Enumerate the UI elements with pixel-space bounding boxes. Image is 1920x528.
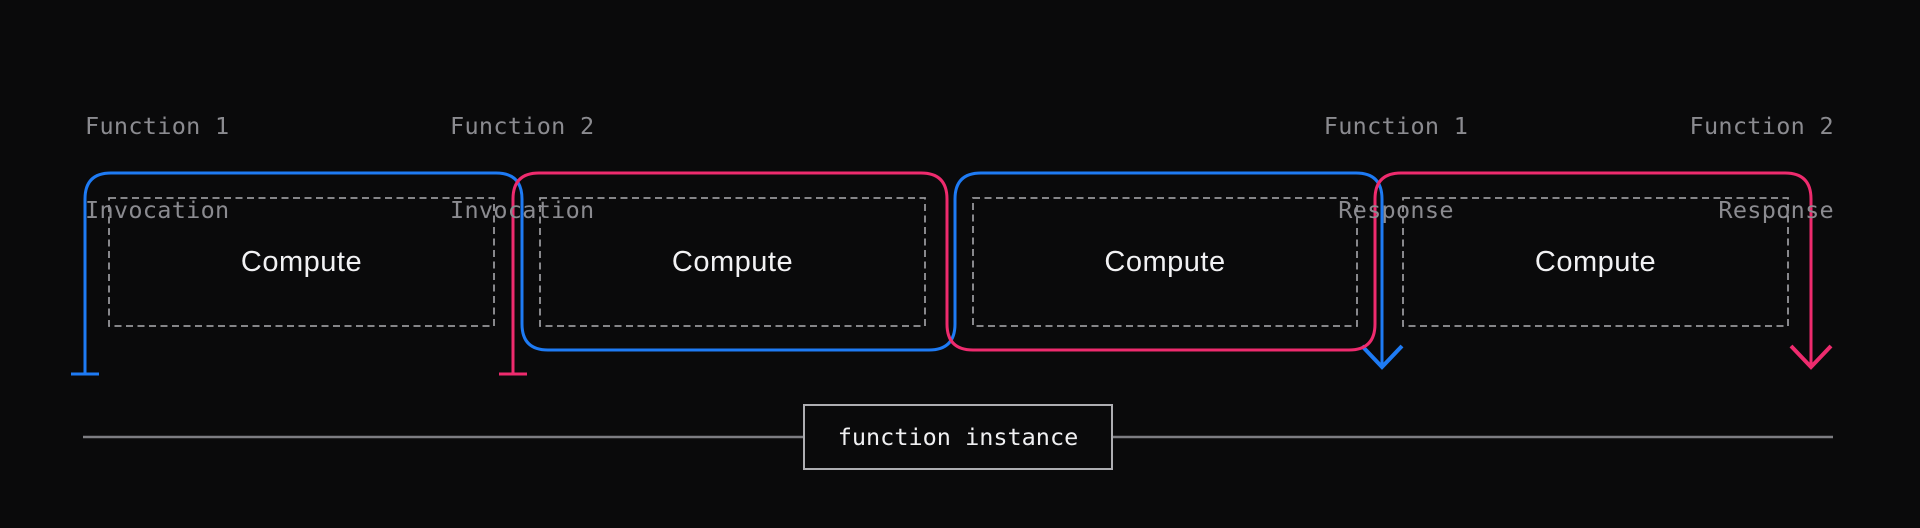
function2-response-arrowhead xyxy=(1789,344,1833,370)
compute-box-2-label: Compute xyxy=(671,245,794,278)
label-function1-invocation: Function 1 Invocation xyxy=(85,56,229,280)
compute-box-3-outline xyxy=(972,197,1358,327)
label-line: Function 2 xyxy=(1689,112,1834,140)
function2-path xyxy=(511,171,1813,374)
compute-box-3-label: Compute xyxy=(1104,245,1226,278)
function-instance-label: function instance xyxy=(837,423,1079,451)
label-line: Function 1 xyxy=(85,112,230,140)
compute-box-4-outline xyxy=(1402,197,1789,327)
label-line: Function 1 xyxy=(1323,112,1469,140)
compute-box-4-label: Compute xyxy=(1534,245,1657,278)
label-line: Invocation xyxy=(450,196,595,224)
label-line: Function 2 xyxy=(450,112,595,140)
dashed-compute-boxes xyxy=(108,197,1789,327)
label-function1-response: Function 1 Response xyxy=(1324,56,1468,280)
function2-lifeline xyxy=(499,171,1833,376)
compute-box-1-label: Compute xyxy=(240,245,363,278)
label-line: Invocation xyxy=(85,196,230,224)
label-function2-response: Function 2 Response xyxy=(1690,56,1834,280)
label-line: Response xyxy=(1718,196,1834,224)
compute-box-2-outline xyxy=(539,197,926,327)
function-instance-box: function instance xyxy=(803,404,1113,470)
label-function2-invocation: Function 2 Invocation xyxy=(450,56,594,280)
label-line: Response xyxy=(1338,196,1454,224)
function1-path xyxy=(83,171,1384,374)
function1-lifeline xyxy=(71,171,1404,376)
function1-response-arrowhead xyxy=(1360,344,1404,370)
compute-box-1-outline xyxy=(108,197,495,327)
